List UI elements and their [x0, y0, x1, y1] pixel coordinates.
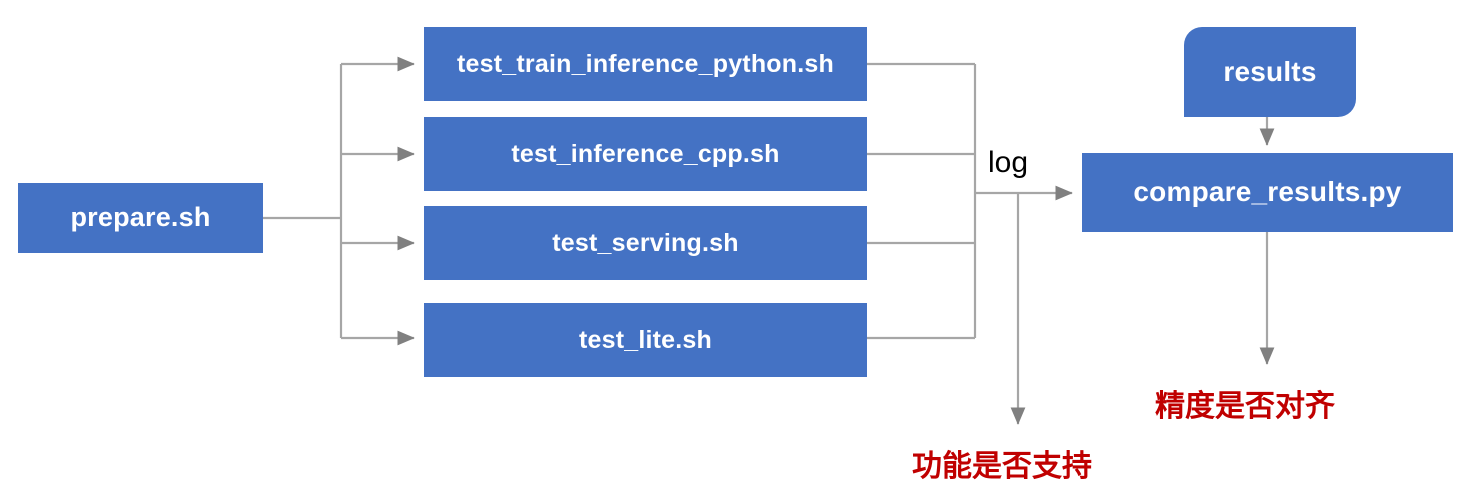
node-test-lite-sh[interactable]: test_lite.sh: [424, 303, 867, 377]
node-compare-results-py[interactable]: compare_results.py: [1082, 153, 1453, 232]
node-test-lite-sh-label: test_lite.sh: [578, 325, 712, 354]
node-test-serving-sh-label: test_serving.sh: [552, 228, 739, 257]
node-results[interactable]: results: [1184, 27, 1356, 117]
node-test-inference-cpp-sh-label: test_inference_cpp.sh: [511, 139, 780, 168]
edge-label-log: log: [988, 146, 1029, 179]
node-test-serving-sh[interactable]: test_serving.sh: [424, 206, 867, 280]
node-test-train-inference-python-sh-label: test_train_inference_python.sh: [457, 49, 834, 78]
node-test-inference-cpp-sh[interactable]: test_inference_cpp.sh: [424, 117, 867, 191]
node-prepare-sh-label: prepare.sh: [70, 202, 211, 233]
annotation-precision-aligned: 精度是否对齐: [1155, 390, 1335, 423]
node-prepare-sh[interactable]: prepare.sh: [18, 183, 263, 253]
node-results-label: results: [1223, 55, 1317, 87]
annotation-function-supported: 功能是否支持: [912, 450, 1092, 483]
node-test-train-inference-python-sh[interactable]: test_train_inference_python.sh: [424, 27, 867, 101]
node-compare-results-py-label: compare_results.py: [1133, 176, 1402, 208]
